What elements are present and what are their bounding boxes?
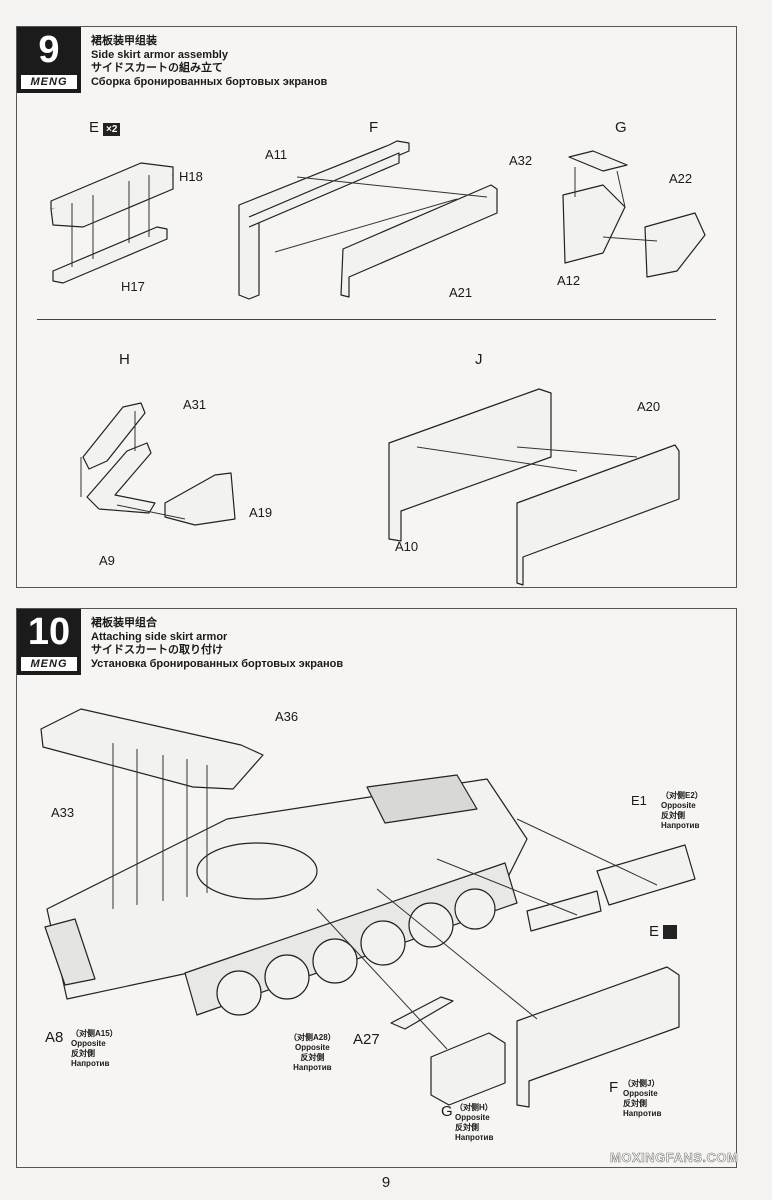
title-ru: Установка бронированных бортовых экранов: [91, 657, 344, 670]
step-number: 10: [27, 611, 71, 653]
part-a12: A12: [557, 273, 581, 288]
part-a19: A19: [249, 505, 273, 520]
a28-opposite-jp: 反対側: [300, 1053, 325, 1062]
step-9-panel: 9 MENG 裙板装甲组装 Side skirt armor assembly …: [16, 26, 737, 588]
f-opposite-en: Opposite: [623, 1089, 658, 1098]
g-opposite-note: （对侧H） Opposite 反対側 Напротив: [455, 1103, 493, 1143]
a28-opposite-en: Opposite: [295, 1043, 330, 1052]
e1-opposite-cn: （对侧E2）: [661, 791, 703, 800]
f-opposite-jp: 反対側: [623, 1099, 647, 1108]
part-a36: A36: [275, 709, 299, 724]
opposite-side-icon: [663, 925, 678, 940]
e1-opposite-note: （对侧E2） Opposite 反対側 Напротив: [661, 791, 703, 831]
title-ru: Сборка бронированных бортовых экранов: [91, 75, 328, 88]
part-g: G: [441, 1103, 453, 1120]
part-a32: A32: [509, 153, 533, 168]
sub-step-j: J: [475, 351, 483, 368]
part-a31: A31: [183, 397, 207, 412]
e1-opposite-ru: Напротив: [661, 821, 700, 830]
part-a33: A33: [51, 805, 75, 820]
step-number-badge: 9 MENG: [17, 27, 81, 93]
sub-step-e-label: E: [89, 119, 100, 136]
g-opposite-jp: 反対側: [455, 1123, 479, 1132]
part-e1: E1: [631, 793, 647, 808]
brand-logo: MENG: [21, 75, 77, 89]
sub-step-h: H: [119, 351, 130, 368]
part-a11: A11: [265, 147, 288, 162]
step-9-drawings: [50, 140, 706, 586]
g-opposite-en: Opposite: [455, 1113, 490, 1122]
part-f: F: [609, 1079, 619, 1096]
a8-opposite-jp: 反対側: [71, 1049, 95, 1058]
part-a22: A22: [669, 171, 693, 186]
a28-opposite-note: （对侧A28） Opposite 反対側 Напротив: [289, 1033, 336, 1073]
part-a20: A20: [637, 399, 661, 414]
g-opposite-cn: （对侧H）: [455, 1103, 493, 1112]
sub-step-e: E×2: [89, 119, 121, 136]
a28-opposite-ru: Напротив: [293, 1063, 332, 1072]
title-en: Attaching side skirt armor: [91, 630, 228, 643]
sub-step-g: G: [615, 119, 627, 136]
part-a27: A27: [353, 1031, 380, 1048]
part-h17: H17: [121, 279, 145, 294]
a8-opposite-en: Opposite: [71, 1039, 106, 1048]
title-cn: 裙板装甲组装: [91, 35, 157, 47]
tank-assembly-drawing: [40, 708, 696, 1108]
title-cn: 裙板装甲组合: [91, 617, 157, 629]
part-a21: A21: [449, 285, 473, 300]
a8-opposite-ru: Напротив: [71, 1059, 110, 1068]
f-opposite-ru: Напротив: [623, 1109, 662, 1118]
step-number-badge: 10 MENG: [17, 609, 81, 675]
step-number: 9: [38, 29, 60, 71]
step-titles: 裙板装甲组合 Attaching side skirt armor サイドスカー…: [91, 617, 343, 671]
a8-opposite-cn: （对侧A15）: [71, 1029, 118, 1038]
page-number: 9: [381, 1174, 391, 1191]
step-9-divider: [37, 319, 716, 320]
e1-opposite-jp: 反対側: [661, 811, 685, 820]
part-a9: A9: [99, 553, 115, 568]
sub-step-f: F: [369, 119, 379, 136]
step-10-panel: 10 MENG 裙板装甲组合 Attaching side skirt armo…: [16, 608, 737, 1168]
title-en: Side skirt armor assembly: [91, 48, 228, 61]
title-jp: サイドスカートの組み立て: [91, 62, 223, 74]
quantity-badge: ×2: [103, 123, 121, 136]
f-opposite-cn: （对侧J）: [623, 1079, 660, 1088]
a8-opposite-note: （对侧A15） Opposite 反対側 Напротив: [71, 1029, 118, 1069]
a28-opposite-cn: （对侧A28）: [289, 1033, 336, 1042]
step-titles: 裙板装甲组装 Side skirt armor assembly サイドスカート…: [91, 35, 327, 89]
f-opposite-note: （对侧J） Opposite 反対側 Напротив: [623, 1079, 661, 1119]
site-watermark: MOXINGFANS.COM: [610, 1150, 739, 1166]
part-h18: H18: [179, 169, 203, 184]
part-a8: A8: [45, 1029, 64, 1046]
part-a10: A10: [395, 539, 419, 554]
brand-logo: MENG: [21, 657, 77, 671]
g-opposite-ru: Напротив: [455, 1133, 494, 1142]
title-jp: サイドスカートの取り付け: [91, 644, 223, 656]
part-e-label: E: [649, 923, 660, 940]
part-e: E: [649, 923, 678, 940]
e1-opposite-en: Opposite: [661, 801, 696, 810]
